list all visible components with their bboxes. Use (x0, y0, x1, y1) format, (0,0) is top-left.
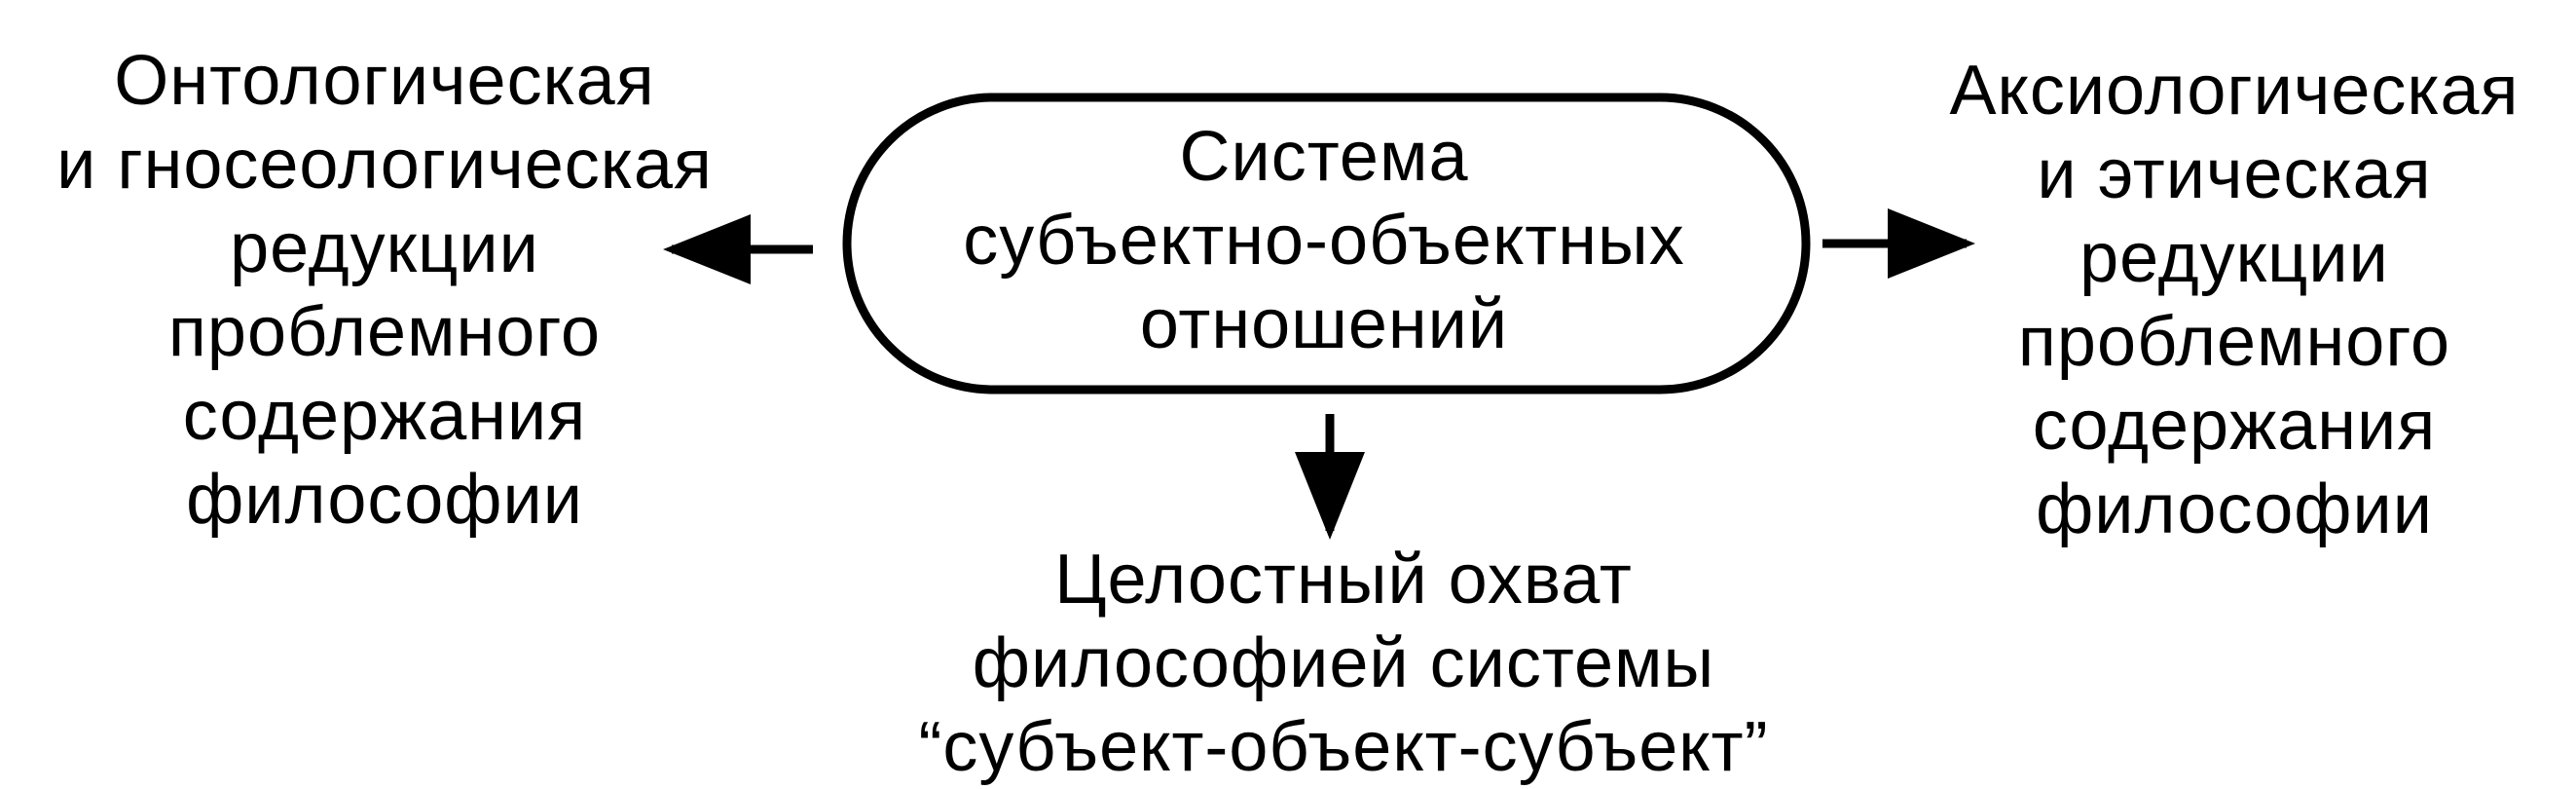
right-line: Аксиологическая (1949, 52, 2520, 130)
center-line: отношений (1139, 285, 1509, 363)
left-line: содержания (182, 377, 587, 455)
central-rounded-box (842, 93, 1811, 394)
center-line: Система (1179, 118, 1469, 196)
right-line: содержания (2032, 387, 2437, 465)
left-line: проблемного (167, 293, 602, 371)
left-line: и гносеологическая (56, 126, 713, 204)
bottom-line: философией системы (972, 624, 1715, 702)
center-line: субъектно-объектных (963, 202, 1685, 280)
bottom-line: “субъект-объект-субъект” (918, 708, 1769, 786)
bottom-text-block: Целостный охват философией системы “субъ… (798, 538, 1889, 789)
left-line: Онтологическая (114, 42, 655, 120)
right-line: редукции (2079, 219, 2389, 297)
left-line: редукции (230, 209, 539, 287)
right-line: философии (2036, 470, 2433, 548)
center-box-text: Система субъектно-объектных отношений (818, 115, 1830, 366)
left-text-block: Онтологическая и гносеологическая редукц… (0, 39, 769, 542)
right-line: и этическая (2037, 135, 2432, 213)
right-text-block: Аксиологическая и этическая редукции про… (1894, 49, 2575, 551)
bottom-line: Целостный охват (1054, 541, 1633, 619)
left-line: философии (186, 461, 583, 539)
right-line: проблемного (2017, 303, 2451, 381)
